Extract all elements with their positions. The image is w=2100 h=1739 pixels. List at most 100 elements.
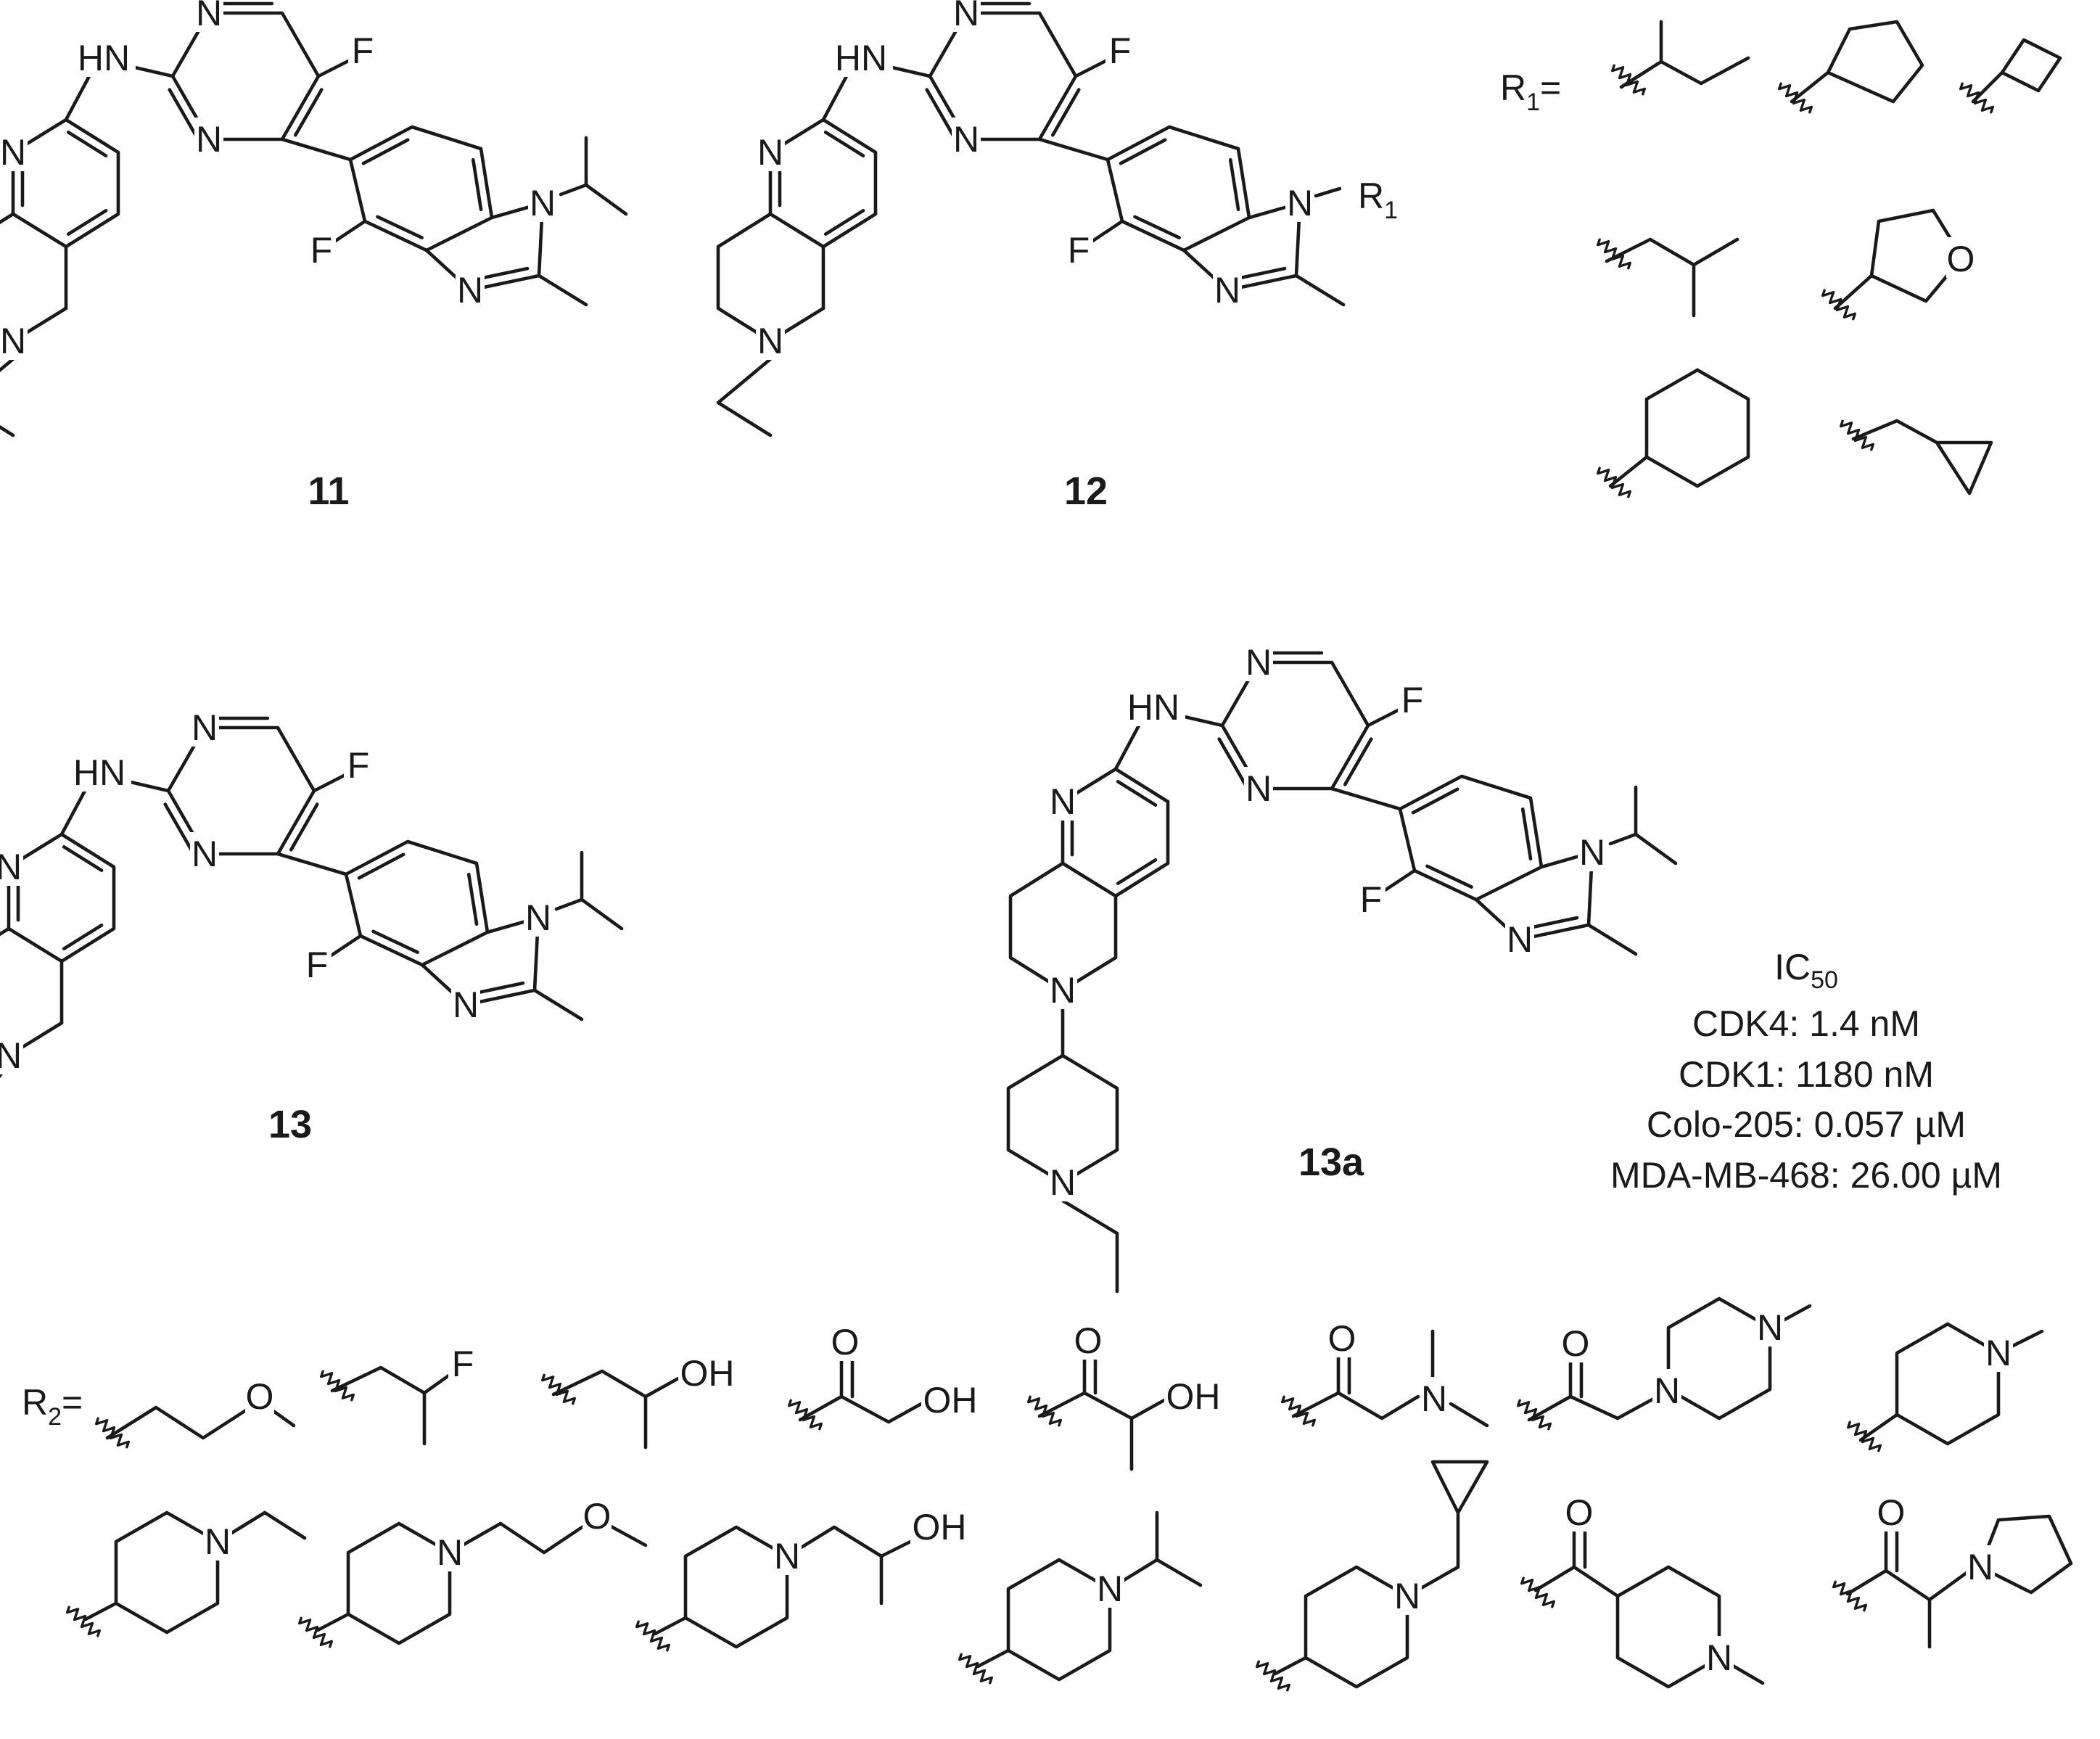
c13-pyrimidine-n3-mask xyxy=(190,832,219,873)
ic50-cdk1: CDK1: 1180 nM xyxy=(1679,1054,1934,1095)
c11-piperidine-n-mask xyxy=(0,319,28,360)
r2-fluoropropyl-f: F xyxy=(452,1344,474,1384)
c11-ethyl xyxy=(0,357,15,437)
r2-hmpip-chain xyxy=(785,1525,884,1558)
r2-cpmpip-n-mask xyxy=(1393,1574,1422,1615)
ic50-mda-mb-468: MDA-MB-468: 26.00 µM xyxy=(1610,1155,2002,1196)
c13a-imidazole-n1-mask xyxy=(1578,831,1607,871)
c13a-pyrimidine-n1-mask xyxy=(1244,641,1273,681)
r1-cyclopentyl-bond xyxy=(1790,70,1830,104)
r2-pyr-bond xyxy=(1845,1569,1888,1596)
r2-hydroxypropyl-oh: OH xyxy=(680,1353,735,1394)
c12-amine-hn-mask xyxy=(829,36,893,77)
c13a-bond-aryl-f xyxy=(1380,868,1417,895)
r2-mepip-n-mask xyxy=(435,1531,464,1571)
c11-pyrimidine-n3-mask xyxy=(194,118,223,158)
c13a-pyrimidine-n3: N xyxy=(1245,768,1272,809)
double-bond xyxy=(293,88,324,137)
r2-ippip-n: N xyxy=(1097,1569,1123,1609)
r1-cyclopropyl-ring xyxy=(1935,440,1993,496)
c11-bond-C5-F xyxy=(316,56,356,78)
r2-hydroxypropyl-oh-bond xyxy=(643,1376,680,1399)
r2-pyr-o-mask xyxy=(1877,1491,1906,1532)
labels-layer: NNFHNNFNNNNNFHNNFNNR1NNNFHNNFNNNR2NNFHNN… xyxy=(0,0,2013,1678)
r2-mepip-o-mask xyxy=(582,1495,612,1535)
r1-secbutyl xyxy=(1619,56,1750,89)
c12-pyridine-ring xyxy=(768,118,878,249)
r2-glycolyl-o-mask xyxy=(831,1320,860,1361)
ic50-panel: IC50 CDK4: 1.4 nM CDK1: 1180 nM Colo-205… xyxy=(1610,947,2002,1196)
c11-pyridine-n-mask xyxy=(0,131,28,171)
double-bond xyxy=(357,852,405,880)
r2-mp4-n: N xyxy=(1985,1333,2012,1373)
r2-glycolyl-oh: OH xyxy=(923,1380,978,1421)
c13-pyrimidine-n3: N xyxy=(192,834,218,874)
c11-aryl-f-mask xyxy=(307,229,336,269)
c13a-tetrahydro-ring xyxy=(1008,861,1065,992)
compound-label-13a: 13a xyxy=(1298,1140,1364,1184)
r2-glycolyl-o: O xyxy=(831,1322,860,1362)
r2-ippip-wavy-icon xyxy=(958,1653,993,1685)
r2-ippip-piperidine-ring xyxy=(1006,1558,1112,1682)
r2-hydroxypropyl-chain xyxy=(551,1369,648,1399)
double-bond xyxy=(476,266,530,281)
r2-dmg-o-mask xyxy=(1327,1317,1356,1357)
r2-fluoropropyl-chain xyxy=(330,1365,427,1395)
r2-fluoropropyl-f-mask xyxy=(448,1342,477,1383)
c12-pyridine-n-mask xyxy=(756,131,785,171)
r2-ippip-n-mask xyxy=(1095,1567,1124,1608)
r2-mpa-n4-mask xyxy=(1755,1306,1784,1347)
c12-bond-biaryl xyxy=(1037,137,1110,162)
r2-lactoyl-oh-mask xyxy=(1164,1375,1222,1415)
c13-pyridine-ring xyxy=(7,832,116,963)
r2-ippip-attach-bond xyxy=(976,1648,1010,1669)
ic50-title: IC50 xyxy=(1774,947,1838,994)
r1-thf-ring xyxy=(1869,208,1964,303)
double-bond xyxy=(163,802,194,852)
double-bond xyxy=(376,215,424,239)
r2-lactoyl-o: O xyxy=(1074,1320,1103,1361)
c12-benzene-ring xyxy=(1105,125,1251,252)
r1-cyclopentyl-ring xyxy=(1826,20,1924,104)
r2-dmg-nme2 xyxy=(1449,1402,1489,1428)
r1-cpm-chain xyxy=(1851,419,1939,445)
c13-imidazole-n3-mask xyxy=(451,983,480,1024)
c12-aryl-f: F xyxy=(1068,230,1090,271)
c11-imidazole-n3-mask xyxy=(456,268,485,309)
c12-imidazole-n1: N xyxy=(1287,183,1313,223)
c13a-amine-hn: HN xyxy=(1127,687,1179,728)
double-bond xyxy=(466,873,479,926)
r2-mepip-methyl xyxy=(604,1521,648,1547)
c12-imidazole-n1-mask xyxy=(1285,181,1314,222)
c12-pyridine-n: N xyxy=(757,132,783,173)
c13a-bond-C5-F xyxy=(1366,705,1406,728)
c11-bond-aryl-f xyxy=(330,219,367,245)
bonds-layer xyxy=(0,1,2073,1692)
c13a-pyrimidine-f: F xyxy=(1401,680,1424,720)
double-bond xyxy=(1525,916,1579,930)
c13-piperidine-n-mask xyxy=(0,1034,23,1074)
c13-pyridine-n: N xyxy=(0,847,22,887)
c13-aryl-f: F xyxy=(306,945,329,985)
c12-r1-group: R1 xyxy=(1358,176,1398,224)
r2-mpa-n1-mask xyxy=(1652,1369,1681,1410)
c13a-imidazole-n3: N xyxy=(1507,919,1533,960)
r2-pyr-o: O xyxy=(1877,1492,1906,1533)
r2-ethylpip-n-mask xyxy=(203,1520,232,1561)
c13a-isopropyl xyxy=(1608,832,1678,866)
c11-benzene-ring xyxy=(348,125,494,252)
c12-aryl-f-mask xyxy=(1064,229,1093,269)
r2-dmg-wavy-icon xyxy=(1281,1395,1316,1427)
r2-lactoyl-oh-bond xyxy=(1129,1398,1166,1421)
c11-imidazole-n1: N xyxy=(530,183,556,223)
c13a-aryl-f: F xyxy=(1360,879,1383,920)
c13-bond-nh-c xyxy=(59,789,87,836)
r2-mpa-o: O xyxy=(1562,1323,1590,1364)
r2-ethylpip-attach-bond xyxy=(83,1601,118,1621)
r2-pyr-n-bond xyxy=(1927,1569,1972,1602)
c13a-aryl-f-mask xyxy=(1356,878,1385,918)
r1-secbutyl-wavy-icon xyxy=(1611,64,1646,96)
r2-pyr-bond2 xyxy=(1884,1569,1932,1602)
c13a-piperidine-n2-mask xyxy=(1048,1161,1077,1201)
c12-pyrimidine-f: F xyxy=(1109,30,1132,71)
